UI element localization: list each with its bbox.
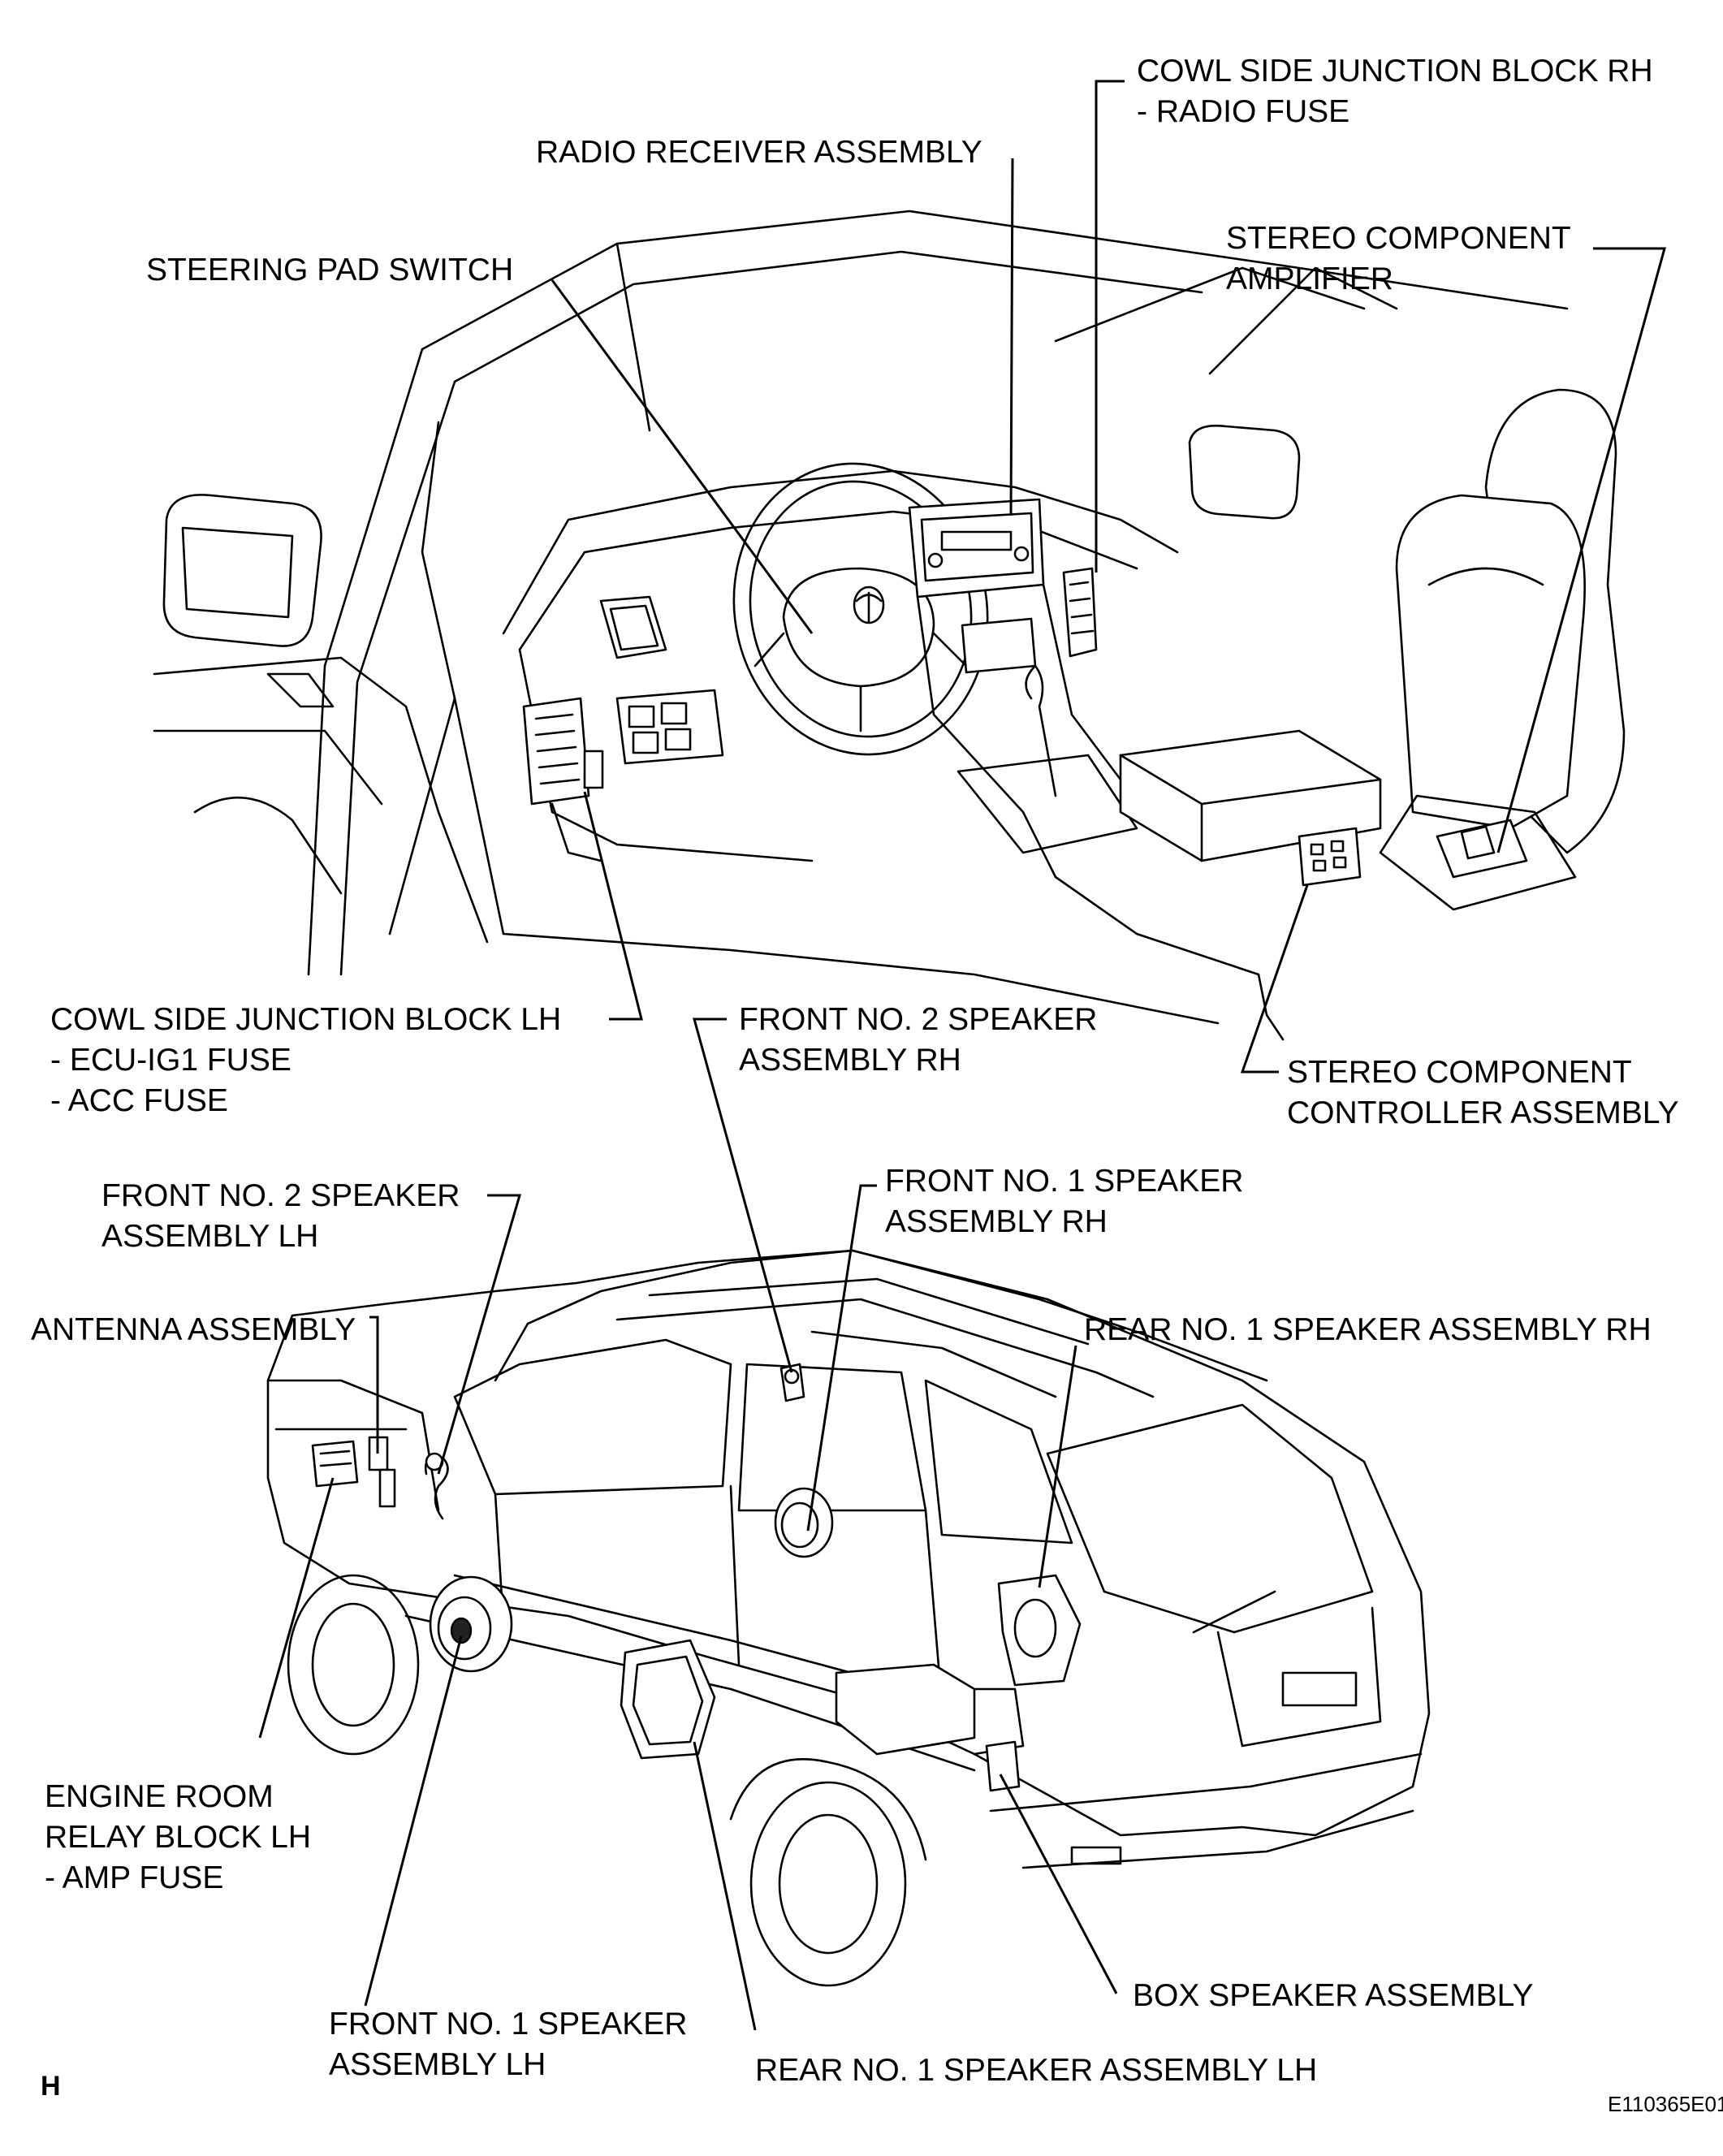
label-radio-receiver: RADIO RECEIVER ASSEMBLY (536, 135, 982, 170)
label-cowl-lh-line2: - ECU-IG1 FUSE (50, 1043, 291, 1078)
label-front2-rh-line1: FRONT NO. 2 SPEAKER (739, 1002, 1097, 1037)
label-cowl-rh-line2: - RADIO FUSE (1137, 94, 1349, 129)
label-front2-lh-line2: ASSEMBLY LH (101, 1219, 318, 1254)
label-amplifier-line1: STEREO COMPONENT (1226, 221, 1571, 256)
label-controller-line2: CONTROLLER ASSEMBLY (1287, 1095, 1679, 1130)
label-rear1-rh: REAR NO. 1 SPEAKER ASSEMBLY RH (1084, 1312, 1652, 1347)
interior-illustration (153, 210, 1626, 1041)
leader-lines (258, 80, 1666, 2031)
label-front2-lh-line1: FRONT NO. 2 SPEAKER (101, 1178, 460, 1213)
label-front1-rh-line1: FRONT NO. 1 SPEAKER (885, 1164, 1243, 1199)
label-antenna: ANTENNA ASSEMBLY (31, 1312, 356, 1347)
label-front1-lh-line1: FRONT NO. 1 SPEAKER (329, 2007, 687, 2042)
corner-mark: H (41, 2071, 61, 2102)
label-steering-pad-switch: STEERING PAD SWITCH (146, 253, 513, 287)
label-front1-rh-line2: ASSEMBLY RH (885, 1204, 1108, 1239)
label-cowl-rh-line1: COWL SIDE JUNCTION BLOCK RH (1137, 54, 1653, 89)
label-box-speaker: BOX SPEAKER ASSEMBLY (1133, 1978, 1533, 2013)
vehicle-illustration (266, 1249, 1431, 1987)
label-controller-line1: STEREO COMPONENT (1287, 1055, 1632, 1090)
label-front2-rh-line2: ASSEMBLY RH (739, 1043, 961, 1078)
label-cowl-lh-line3: - ACC FUSE (50, 1083, 228, 1118)
label-amplifier-line2: AMPLIFIER (1226, 261, 1393, 296)
label-engine-room-line2: RELAY BLOCK LH (45, 1820, 311, 1855)
label-cowl-lh-line1: COWL SIDE JUNCTION BLOCK LH (50, 1002, 561, 1037)
figure-code: E110365E01 (1608, 2092, 1723, 2116)
callout-labels: COWL SIDE JUNCTION BLOCK RH - RADIO FUSE… (31, 54, 1723, 2116)
label-front1-lh-line2: ASSEMBLY LH (329, 2047, 546, 2082)
label-engine-room-line3: - AMP FUSE (45, 1860, 223, 1895)
label-rear1-lh: REAR NO. 1 SPEAKER ASSEMBLY LH (755, 2053, 1317, 2088)
label-engine-room-line1: ENGINE ROOM (45, 1779, 274, 1814)
